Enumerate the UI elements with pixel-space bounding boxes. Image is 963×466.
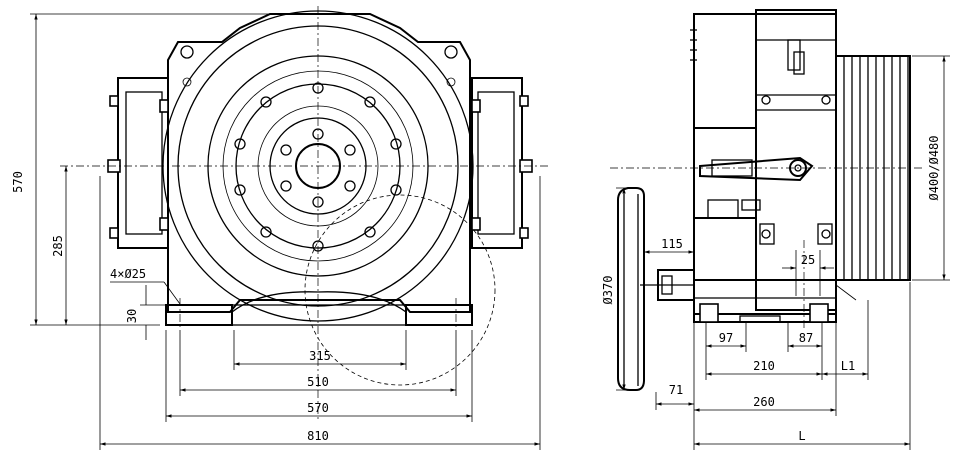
dim-71: 71 bbox=[669, 383, 683, 397]
bolt-hole-label: 4×Ø25 bbox=[110, 267, 146, 281]
brake-left bbox=[107, 77, 169, 249]
dim-285: 285 bbox=[51, 235, 65, 257]
dim-810: 810 bbox=[307, 429, 329, 443]
dim-510: 510 bbox=[307, 375, 329, 389]
dim-sheave-diameter: Ø400/Ø480 bbox=[927, 135, 941, 200]
motor-edge-marks bbox=[690, 29, 697, 61]
dim-210: 210 bbox=[753, 359, 775, 373]
dim-L1: L1 bbox=[841, 359, 855, 373]
foot-right bbox=[405, 304, 473, 326]
dim-315: 315 bbox=[309, 349, 331, 363]
brake-lever bbox=[699, 156, 814, 182]
handwheel bbox=[617, 187, 645, 391]
dim-97: 97 bbox=[719, 331, 733, 345]
dim-570-vertical: 570 bbox=[11, 171, 25, 193]
front-view: 570 285 30 4×Ø25 315 510 570 810 bbox=[11, 6, 548, 450]
dim-25: 25 bbox=[801, 253, 815, 267]
side-view: Ø400/Ø480 Ø370 115 25 97 87 210 L1 bbox=[601, 9, 950, 450]
dim-570-horizontal: 570 bbox=[307, 401, 329, 415]
dim-handwheel-diameter: Ø370 bbox=[601, 276, 615, 305]
brake-box bbox=[693, 127, 757, 219]
dim-260: 260 bbox=[753, 395, 775, 409]
handwheel-circle bbox=[304, 194, 496, 386]
foot-left bbox=[165, 304, 233, 326]
dim-115: 115 bbox=[661, 237, 683, 251]
dim-30: 30 bbox=[125, 309, 139, 323]
motor-bolts bbox=[759, 95, 833, 245]
dim-87: 87 bbox=[799, 331, 813, 345]
brake-right bbox=[471, 77, 533, 249]
housing-outline bbox=[167, 13, 471, 300]
dim-L: L bbox=[798, 429, 805, 443]
